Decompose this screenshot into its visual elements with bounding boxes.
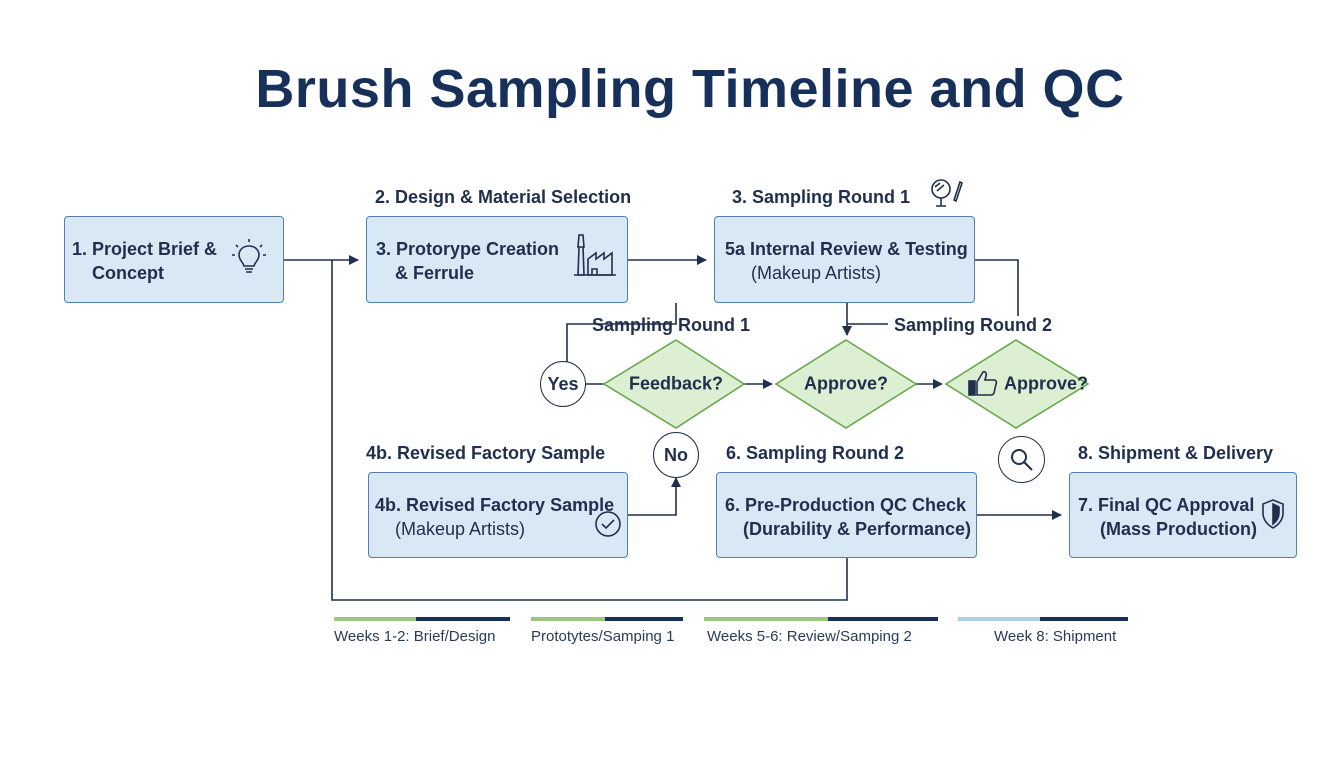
decision-yes-circle: Yes — [540, 361, 586, 407]
step-final-line1: 7. Final QC Approval — [1078, 495, 1255, 515]
step-internal-line2: (Makeup Artists) — [751, 263, 882, 283]
decision-diamond-approve-2 — [944, 339, 1090, 429]
legend-bar-1a — [334, 617, 416, 621]
thumbs-up-icon — [968, 370, 998, 396]
section-label-round1: 3. Sampling Round 1 — [732, 187, 911, 207]
step-final-line2: (Mass Production) — [1100, 519, 1258, 539]
step-prototype-line1: 3. Protorype Creation — [376, 239, 560, 259]
legend-bars — [334, 617, 1128, 621]
section-label-design: 2. Design & Material Selection — [375, 187, 632, 207]
legend-bar-3a — [704, 617, 828, 621]
section-label-revised: 4b. Revised Factory Sample — [366, 443, 606, 463]
step-box-preprod[interactable]: 6. Pre-Production QC Check (Durability &… — [716, 472, 977, 558]
section-label-round2: 6. Sampling Round 2 — [726, 443, 905, 463]
page-title: Brush Sampling Timeline and QC — [255, 59, 1125, 119]
lightbulb-icon — [232, 239, 266, 273]
legend-bar-2a — [531, 617, 605, 621]
decision-approve-1-label: Approve? — [803, 373, 889, 394]
legend-label-2: Prototytes/Samping 1 — [531, 628, 675, 645]
decision-diamond-approve-1 — [774, 339, 918, 429]
legend-bar-3b — [828, 617, 938, 621]
legend-label-4: Week 8: Shipment — [994, 628, 1117, 645]
step-preprod-line1: 6. Pre-Production QC Check — [725, 495, 967, 515]
legend-bar-4b — [1040, 617, 1128, 621]
decision-diamond-feedback — [602, 339, 746, 429]
step-box-final[interactable]: 7. Final QC Approval (Mass Production) — [1069, 472, 1297, 558]
magnifier-icon — [1010, 448, 1033, 471]
shield-icon — [1262, 499, 1284, 529]
round-label-1: Sampling Round 1 — [592, 315, 751, 335]
connector-revised-no — [628, 477, 681, 516]
connector-loop-back — [331, 260, 848, 601]
step-revised-line1: 4b. Revised Factory Sample — [375, 495, 615, 515]
decision-approve-2-label: Approve? — [1003, 373, 1089, 394]
step-revised-line2: (Makeup Artists) — [395, 519, 526, 539]
legend-bar-4a — [958, 617, 1040, 621]
step-box-brief[interactable]: 1. Project Brief & Concept — [64, 216, 284, 303]
check-circle-icon — [595, 511, 621, 537]
connector-internal-right — [975, 259, 1019, 316]
connector-round1-bracket — [566, 303, 677, 366]
step-brief-line2: Concept — [92, 263, 164, 283]
step-preprod-line2: (Durability & Performance) — [743, 519, 972, 539]
step-brief-line1: 1. Project Brief & — [72, 239, 218, 259]
round-label-2: Sampling Round 2 — [894, 315, 1053, 335]
magnifier-button[interactable] — [998, 436, 1045, 483]
step-box-prototype[interactable]: 3. Protorype Creation & Ferrule — [366, 216, 628, 303]
step-prototype-line2: & Ferrule — [395, 263, 475, 283]
mirror-brush-icon — [931, 179, 963, 207]
section-label-shipment: 8. Shipment & Delivery — [1078, 443, 1274, 463]
decision-no-circle: No — [653, 432, 699, 478]
step-box-revised[interactable]: 4b. Revised Factory Sample (Makeup Artis… — [368, 472, 628, 558]
legend-label-1: Weeks 1-2: Brief/Design — [334, 628, 496, 645]
legend-bar-1b — [416, 617, 510, 621]
legend-bar-2b — [605, 617, 683, 621]
step-box-internal[interactable]: 5a Internal Review & Testing (Makeup Art… — [714, 216, 975, 303]
legend-label-3: Weeks 5-6: Review/Samping 2 — [707, 628, 912, 645]
step-internal-line1: 5a Internal Review & Testing — [725, 239, 968, 259]
decision-feedback-label: Feedback? — [628, 373, 724, 394]
brush-factory-icon — [574, 234, 616, 276]
